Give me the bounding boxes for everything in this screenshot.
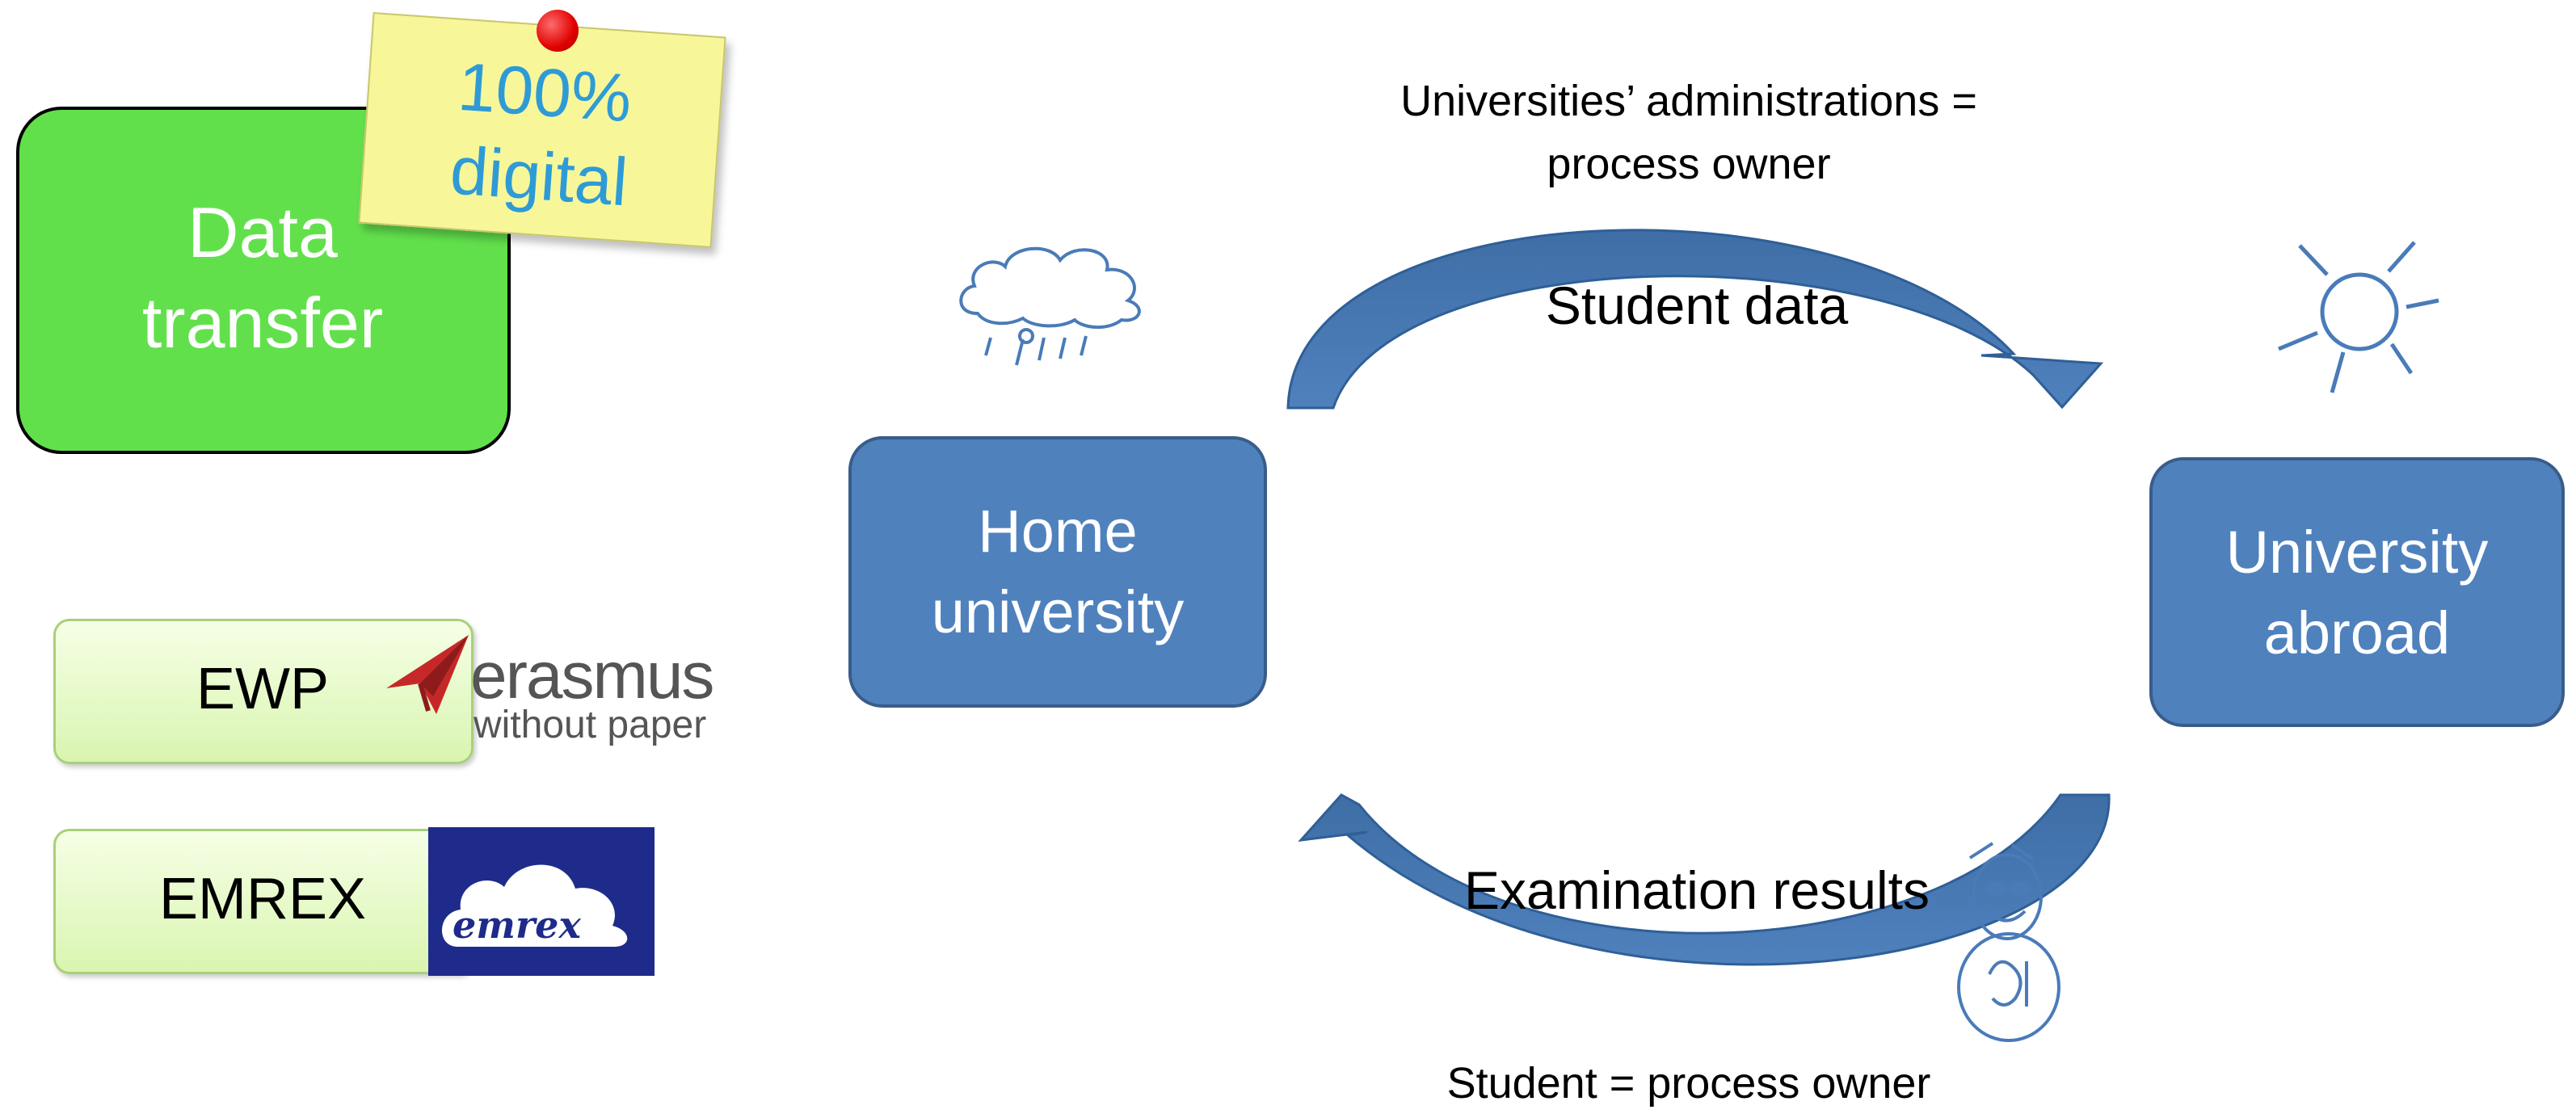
pushpin-icon xyxy=(537,10,579,52)
home-university-line1: Home xyxy=(978,498,1138,565)
emrex-logo-word: emrex xyxy=(452,903,581,947)
university-abroad-line2: abroad xyxy=(2263,599,2451,666)
data-transfer-title-line2: transfer xyxy=(141,283,384,363)
bottom-arrow xyxy=(1298,793,2111,966)
ewp-label: EWP xyxy=(196,657,329,721)
university-abroad-box xyxy=(2149,457,2565,727)
admin-process-owner-label: Universities’ administrations = process … xyxy=(1293,69,2085,195)
admin-label-line2: process owner xyxy=(1547,140,1831,188)
university-abroad-line1: University xyxy=(2225,519,2489,586)
home-university-label: Home university xyxy=(848,491,1267,653)
examination-results-label: Examination results xyxy=(1464,860,1930,920)
emrex-label: EMREX xyxy=(158,867,367,931)
data-transfer-title-line1: Data xyxy=(187,192,338,272)
student-process-owner-label: Student = process owner xyxy=(1446,1059,1931,1107)
emrex-pill xyxy=(53,829,474,974)
student-data-label: Student data xyxy=(1545,275,1849,335)
ewp-pill xyxy=(53,619,474,764)
erasmus-logo-subtitle: without paper xyxy=(474,704,707,746)
admin-label-line1: Universities’ administrations = xyxy=(1400,77,1977,125)
data-transfer-title: Data transfer xyxy=(48,187,477,368)
erasmus-logo-word: erasmus xyxy=(470,639,714,712)
home-university-line2: university xyxy=(931,578,1185,645)
top-arrow xyxy=(1286,229,2104,410)
university-abroad-label: University abroad xyxy=(2149,512,2565,674)
home-university-box xyxy=(848,436,1267,708)
